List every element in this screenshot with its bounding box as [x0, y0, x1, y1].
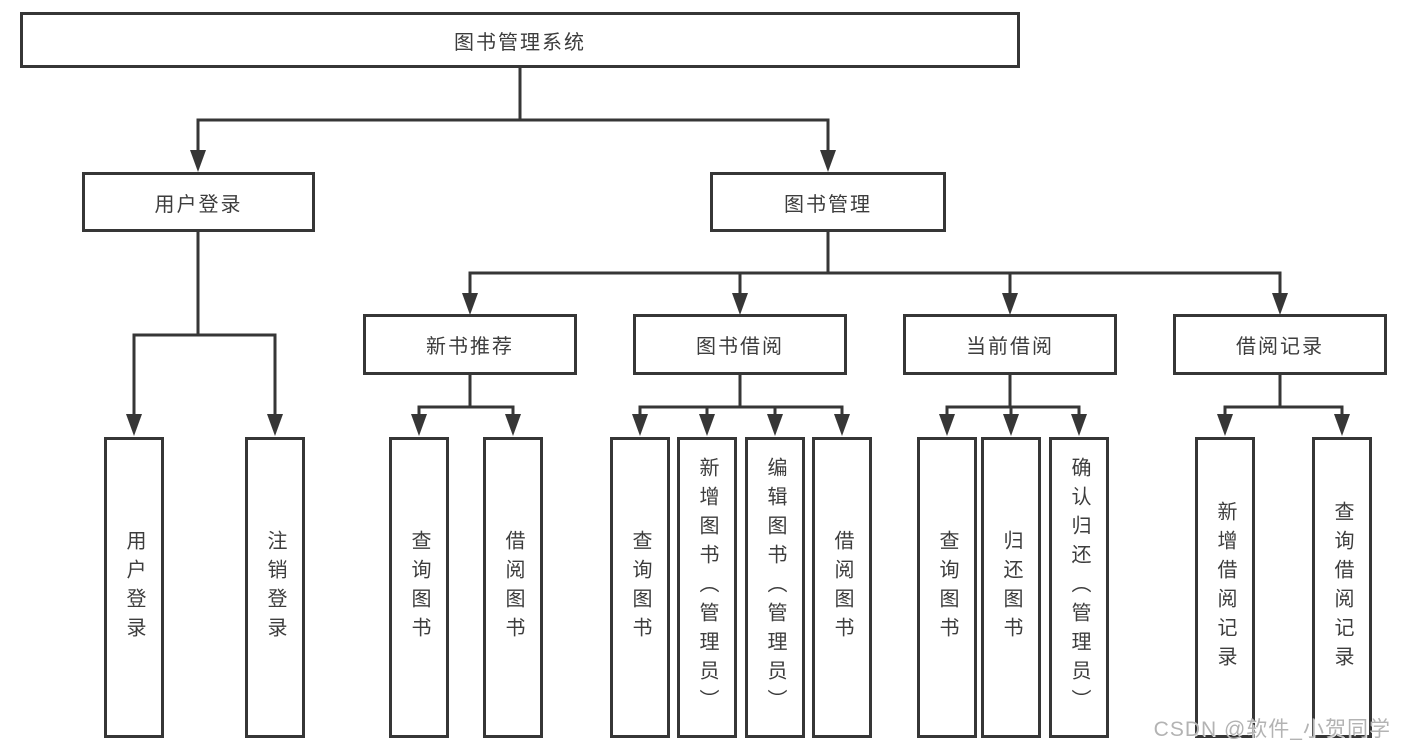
watermark: CSDN @软件_小贺同学	[1153, 718, 1391, 741]
node-label: 查询图书	[629, 529, 651, 646]
node-label: 图书管理系统	[454, 31, 586, 54]
node-label: 图书管理	[784, 193, 872, 216]
node-borrowing-records: 借阅记录	[1173, 314, 1387, 375]
arrowhead-icons	[126, 150, 1350, 436]
node-label: 新书推荐	[426, 336, 514, 358]
node-label: 查询图书	[408, 529, 430, 646]
leaf-borrow-books-recommend: 借阅图书	[483, 437, 543, 738]
node-user-login-branch: 用户登录	[82, 172, 315, 232]
leaf-edit-books-admin: 编辑图书（管理员）	[745, 437, 805, 738]
node-current-borrowing: 当前借阅	[903, 314, 1117, 375]
leaf-logout: 注销登录	[245, 437, 305, 738]
leaf-add-books-admin: 新增图书（管理员）	[677, 437, 737, 738]
node-label: 查询图书	[936, 529, 958, 646]
node-label: 新增借阅记录	[1214, 500, 1236, 675]
leaf-return-books: 归还图书	[981, 437, 1041, 738]
node-label: 编辑图书（管理员）	[764, 457, 786, 718]
leaf-query-books-recommend: 查询图书	[389, 437, 449, 738]
node-label: 当前借阅	[966, 336, 1054, 358]
node-label: 归还图书	[1000, 529, 1022, 646]
node-label: 用户登录	[154, 193, 243, 216]
leaf-borrow-books: 借阅图书	[812, 437, 872, 738]
node-book-borrowing: 图书借阅	[633, 314, 847, 375]
leaf-user-login: 用户登录	[104, 437, 164, 738]
node-label: 注销登录	[264, 529, 286, 646]
leaf-add-borrow-record: 新增借阅记录	[1195, 437, 1255, 738]
leaf-confirm-return-admin: 确认归还（管理员）	[1049, 437, 1109, 738]
node-label: 借阅图书	[502, 529, 524, 646]
node-label: 借阅图书	[831, 529, 853, 646]
node-new-book-recommend: 新书推荐	[363, 314, 577, 375]
node-label: 确认归还（管理员）	[1068, 457, 1090, 718]
leaf-query-books-borrow: 查询图书	[610, 437, 670, 738]
leaf-query-borrow-record: 查询借阅记录	[1312, 437, 1372, 738]
leaf-query-books-current: 查询图书	[917, 437, 977, 738]
node-library-system-root: 图书管理系统	[20, 12, 1020, 68]
node-label: 借阅记录	[1236, 336, 1324, 358]
node-book-management-branch: 图书管理	[710, 172, 946, 232]
node-label: 新增图书（管理员）	[696, 457, 718, 718]
node-label: 用户登录	[123, 529, 145, 646]
node-label: 查询借阅记录	[1331, 500, 1353, 675]
node-label: 图书借阅	[696, 336, 784, 358]
